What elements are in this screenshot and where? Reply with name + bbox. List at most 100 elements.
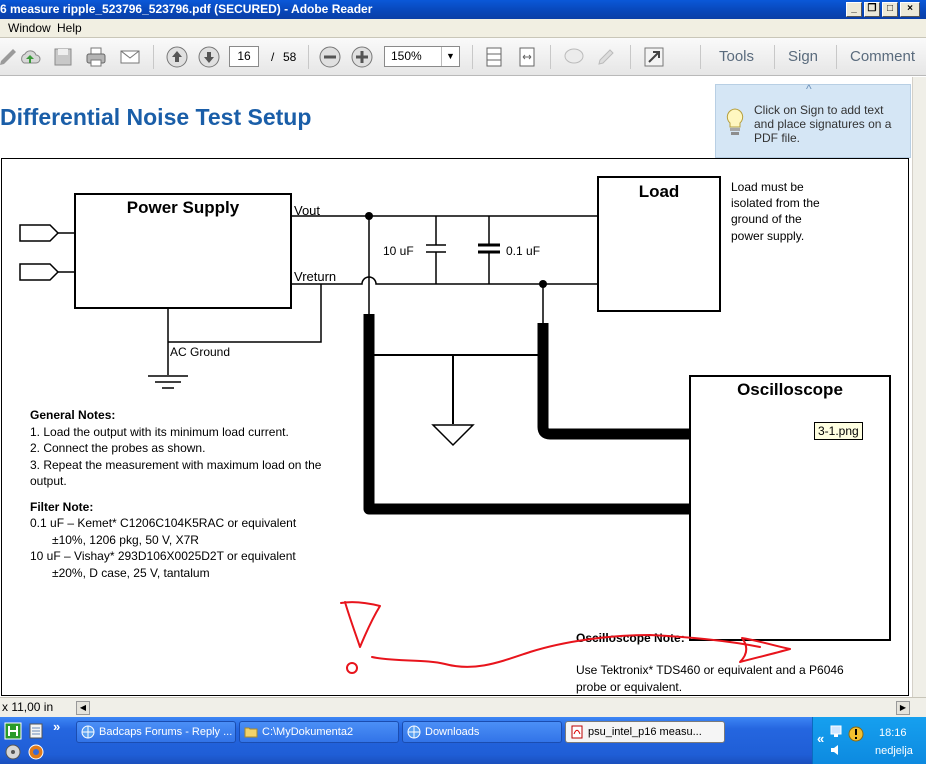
taskbar-button-label: psu_intel_p16 measu...: [588, 726, 702, 738]
taskbar-button-label: C:\MyDokumenta2: [262, 726, 354, 738]
notepad-icon[interactable]: [27, 722, 45, 740]
browser-icon[interactable]: [27, 743, 45, 761]
annotation-arrow-head: [739, 637, 791, 663]
fit-page-icon[interactable]: [482, 45, 506, 69]
power-supply-label: Power Supply: [127, 198, 240, 217]
folder-icon: [244, 727, 258, 738]
load-box: [597, 176, 721, 312]
clock-time: 18:16: [879, 727, 907, 739]
sign-button[interactable]: Sign: [788, 48, 819, 65]
tools-button[interactable]: Tools: [719, 48, 755, 65]
annotation-exclamation-top: [340, 601, 381, 648]
taskbar-button-mydokumenta[interactable]: C:\MyDokumenta2: [239, 721, 399, 743]
annotation-exclamation-dot: [346, 662, 358, 674]
oscilloscope-label: Oscilloscope: [737, 380, 843, 399]
lightbulb-icon: [726, 108, 744, 135]
globe-icon: [81, 725, 95, 739]
filter-note-1: 0.1 uF – Kemet* C1206C104K5RAC or equiva…: [30, 516, 297, 530]
input-connector-1: [19, 224, 75, 242]
settings-icon[interactable]: [4, 743, 22, 761]
power-supply-box: [74, 193, 292, 309]
capacitor-01uf: [478, 216, 500, 284]
toolbar-separator: [308, 45, 309, 69]
toolbar: 16 / 58 150% ▼ Tools Sign Comment: [0, 38, 926, 76]
test-setup-diagram: Power Supply Vout Vreturn 10 uF 0.1 uF L…: [1, 158, 909, 696]
filter-note-2: ±10%, 1206 pkg, 50 V, X7R: [52, 533, 199, 547]
email-icon[interactable]: [118, 45, 142, 69]
filter-note-3: 10 uF – Vishay* 293D106X0025D2T or equiv…: [30, 549, 296, 563]
filter-note-4: ±20%, D case, 25 V, tantalum: [52, 566, 210, 580]
fit-width-icon[interactable]: [515, 45, 539, 69]
zoom-select[interactable]: 150% ▼: [384, 46, 460, 67]
general-note-2: 2. Connect the probes as shown.: [30, 441, 205, 455]
tray-expand[interactable]: «: [817, 731, 825, 746]
chevron-down-icon[interactable]: ▼: [441, 47, 459, 66]
taskbar-button-downloads[interactable]: Downloads: [402, 721, 562, 743]
cap-01uf-label: 0.1 uF: [506, 244, 540, 258]
cloud-upload-icon[interactable]: [18, 45, 42, 69]
previous-page-icon[interactable]: [165, 45, 189, 69]
globe-icon: [407, 725, 421, 739]
toolbar-separator: [630, 45, 631, 69]
menu-window[interactable]: Window: [8, 21, 51, 35]
edit-icon[interactable]: [0, 45, 20, 69]
zoom-value: 150%: [391, 49, 422, 63]
quick-launch-more[interactable]: »: [53, 719, 61, 734]
vreturn-label: Vreturn: [294, 269, 336, 284]
input-connector-2: [19, 263, 75, 281]
load-note-line-4: power supply.: [731, 229, 804, 243]
highlight-icon[interactable]: [594, 45, 618, 69]
toolbar-separator: [153, 45, 154, 69]
security-alert-icon[interactable]: [847, 725, 865, 743]
volume-icon[interactable]: [829, 743, 843, 757]
probe-cable-1: [363, 314, 690, 515]
page-number-input[interactable]: 16: [229, 46, 259, 67]
sign-tip-text: Click on Sign to add text and place sign…: [754, 103, 892, 145]
toolbar-separator: [774, 45, 775, 69]
filter-note-title: Filter Note:: [30, 500, 93, 514]
load-label: Load: [639, 182, 680, 201]
next-page-icon[interactable]: [197, 45, 221, 69]
save-icon[interactable]: [51, 45, 75, 69]
expand-icon[interactable]: [642, 45, 666, 69]
oscilloscope-box: [689, 375, 891, 641]
minimize-button[interactable]: _: [846, 2, 862, 17]
status-bar: x 11,00 in ◀ ▶: [0, 697, 926, 717]
system-tray: « 18:16 nedjelja: [812, 717, 926, 764]
page-size-label: x 11,00 in: [2, 700, 54, 714]
scroll-left-icon[interactable]: ◀: [76, 701, 90, 715]
menu-help[interactable]: Help: [57, 21, 82, 35]
scroll-right-icon[interactable]: ▶: [896, 701, 910, 715]
network-icon[interactable]: [829, 723, 847, 739]
zoom-in-icon[interactable]: [350, 45, 374, 69]
app-h-icon[interactable]: [4, 722, 22, 740]
chevron-up-icon[interactable]: ^: [806, 82, 812, 96]
comment-button[interactable]: Comment: [850, 48, 916, 65]
vertical-scrollbar[interactable]: [912, 77, 926, 697]
title-bar: 6 measure ripple_523796_523796.pdf (SECU…: [0, 0, 926, 19]
taskbar-button-pdf[interactable]: psu_intel_p16 measu...: [565, 721, 725, 743]
pdf-icon: [571, 725, 583, 739]
probe-cable-2: [537, 323, 690, 440]
taskbar: » Badcaps Forums - Reply ... C:\MyDokume…: [0, 717, 926, 764]
general-note-1: 1. Load the output with its minimum load…: [30, 425, 289, 439]
taskbar-button-label: Badcaps Forums - Reply ...: [99, 726, 233, 738]
taskbar-button-badcaps[interactable]: Badcaps Forums - Reply ...: [76, 721, 236, 743]
vout-label: Vout: [294, 203, 320, 218]
zoom-out-icon[interactable]: [318, 45, 342, 69]
print-icon[interactable]: [84, 45, 108, 69]
maximize-button[interactable]: □: [882, 2, 898, 17]
general-note-4: output.: [30, 474, 67, 488]
sign-tip-panel: ^ Click on Sign to add text and place si…: [715, 82, 911, 158]
image-tooltip: 3-1.png: [814, 422, 863, 440]
general-notes-title: General Notes:: [30, 408, 115, 422]
scope-note-1: Use Tektronix* TDS460 or equivalent and …: [576, 663, 844, 677]
comment-bubble-icon[interactable]: [562, 45, 586, 69]
clock-day: nedjelja: [875, 745, 913, 757]
page-heading: Differential Noise Test Setup: [0, 104, 312, 130]
toolbar-separator: [550, 45, 551, 69]
ac-ground-wire: [167, 284, 322, 375]
ground-symbol-probe: [431, 424, 475, 447]
close-button[interactable]: ×: [900, 2, 920, 17]
restore-button[interactable]: ❐: [864, 2, 880, 17]
